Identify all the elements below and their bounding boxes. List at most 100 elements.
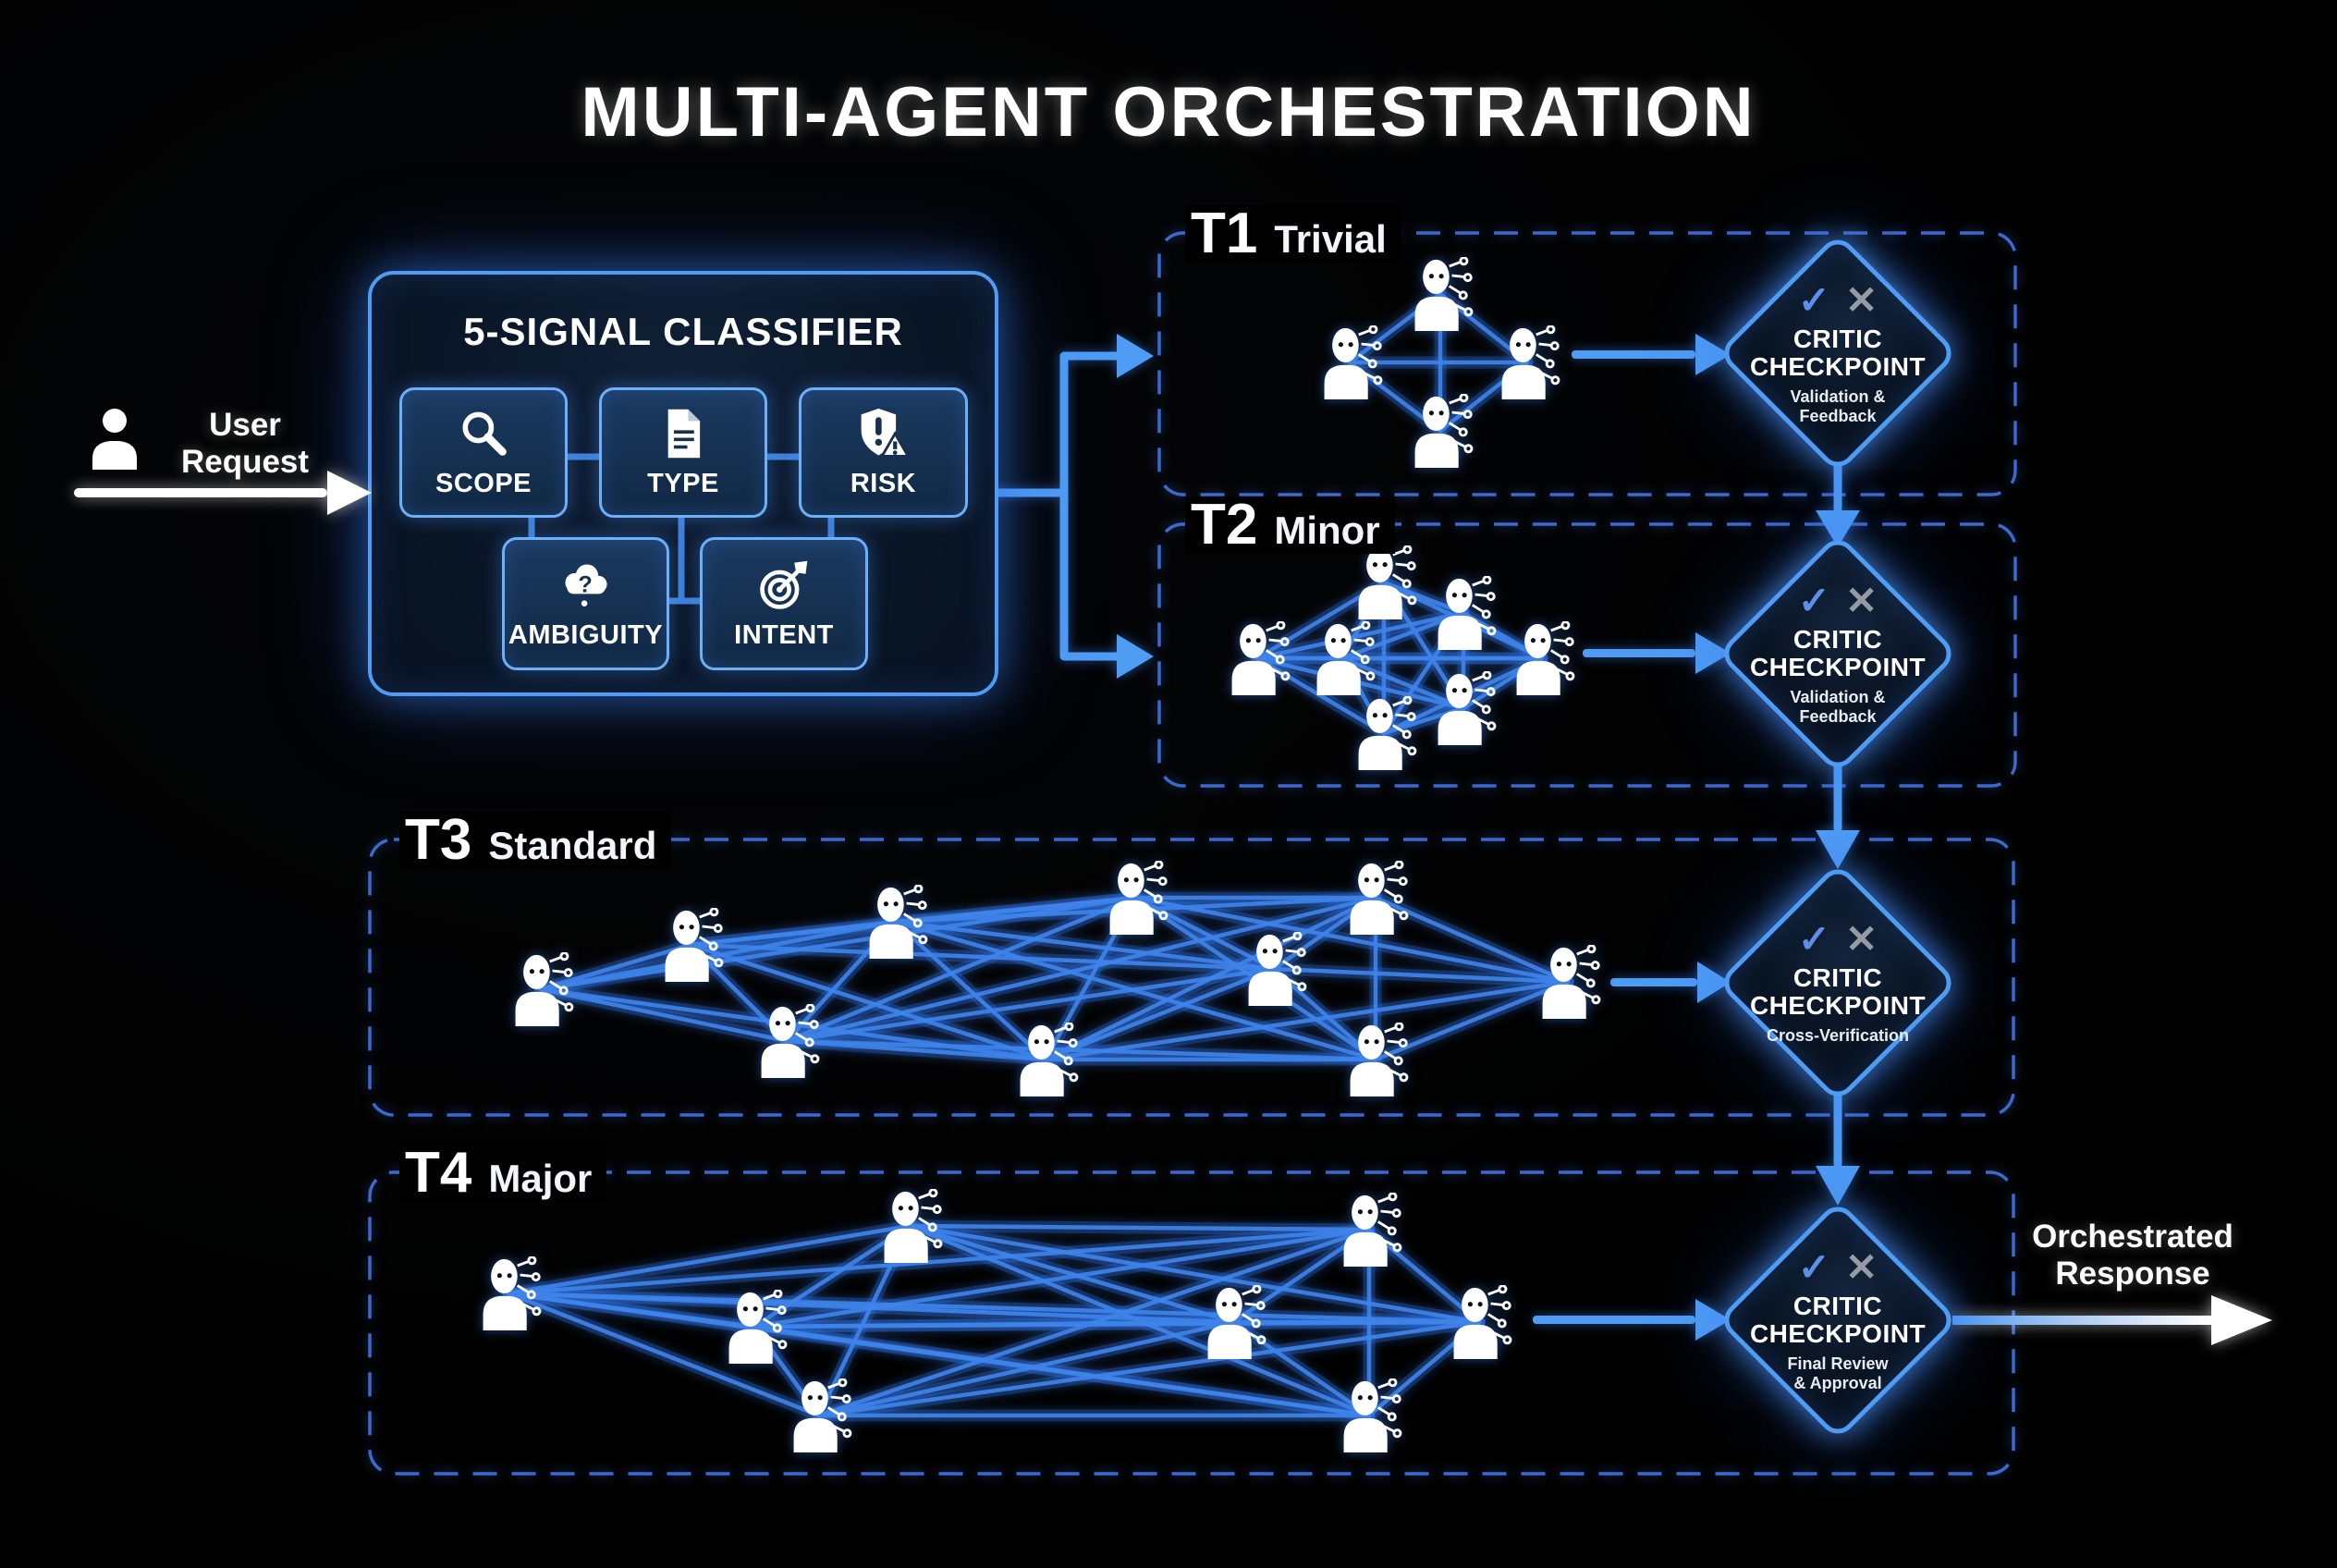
checkpoint-title: CRITIC CHECKPOINT <box>1749 624 1927 681</box>
signal-box-type: TYPE <box>599 387 767 518</box>
svg-text:?: ? <box>578 571 592 597</box>
classifier-branch-arrows <box>986 334 1154 679</box>
checkpoint-verdict-icons: ✓ ✕ <box>1797 277 1878 322</box>
network-edge <box>892 919 1277 972</box>
tier-name-t2: Minor <box>1274 508 1380 552</box>
network-edge <box>688 942 1048 1062</box>
network-edge <box>1373 979 1571 1062</box>
tier-label-t4: T4 Major <box>399 1141 607 1205</box>
checkpoint-sublabel: Final Review & Approval <box>1787 1354 1889 1392</box>
network-edge <box>1132 895 1571 985</box>
tier-box-t1 <box>1157 231 2017 496</box>
network-edge <box>816 1319 1236 1418</box>
cross-icon: ✕ <box>1845 277 1878 322</box>
network-edge <box>538 986 789 1044</box>
tier-label-t1: T1 Trivial <box>1185 205 1401 263</box>
tier-id-t1: T1 <box>1191 202 1258 265</box>
checkpoint-title: CRITIC CHECKPOINT <box>1749 1291 1927 1348</box>
arrowhead-to-t2 <box>1117 634 1154 679</box>
classifier-connectors <box>528 453 835 605</box>
checkpoint-chain-arrows <box>1816 462 1860 1206</box>
network-edge <box>907 1223 1236 1325</box>
page-title: MULTI-AGENT ORCHESTRATION <box>581 73 1756 152</box>
output-arrow <box>1952 1295 2272 1345</box>
check-icon: ✓ <box>1797 578 1830 622</box>
checkpoint-sublabel: Validation & Feedback <box>1790 688 1886 726</box>
classifier-panel: 5-SIGNAL CLASSIFIER SCOPE TYPE <box>368 271 998 696</box>
signal-label-intent: INTENT <box>734 619 834 650</box>
input-arrow <box>74 471 372 515</box>
network-edge <box>506 1291 1482 1325</box>
user-request-group: User Request <box>89 407 324 482</box>
tier-name-t1: Trivial <box>1274 217 1387 261</box>
network-edge <box>1254 655 1387 736</box>
check-icon: ✓ <box>1797 1244 1830 1289</box>
tier-name-t3: Standard <box>488 824 657 867</box>
tier-label-t2: T2 Minor <box>1185 496 1395 554</box>
network-edge <box>1373 895 1571 985</box>
signal-box-risk: RISK <box>799 387 968 518</box>
network-t1 <box>1323 257 1560 468</box>
network-edge <box>1043 966 1277 1062</box>
tier-id-t2: T2 <box>1191 493 1258 557</box>
network-edge <box>784 895 1138 1044</box>
network-edge <box>688 942 1277 972</box>
network-edge <box>784 895 1378 1044</box>
signal-box-ambiguity: ? AMBIGUITY <box>502 537 669 670</box>
tier-box-t3 <box>368 838 2015 1117</box>
tier-name-t4: Major <box>488 1157 593 1200</box>
network-edge <box>784 966 1277 1044</box>
network-edge <box>1366 1227 1482 1325</box>
critic-checkpoint-t1: ✓ ✕ CRITIC CHECKPOINT Validation & Feedb… <box>1717 232 1959 474</box>
network-edge <box>907 1223 1482 1325</box>
tier-id-t4: T4 <box>405 1141 472 1205</box>
network-t3 <box>514 861 1601 1096</box>
network-edge <box>506 1223 912 1296</box>
network-edge <box>506 1227 1372 1296</box>
signal-label-type: TYPE <box>647 469 719 498</box>
network-edge <box>907 1223 1372 1232</box>
checkpoint-verdict-icons: ✓ ✕ <box>1797 916 1878 961</box>
checkpoint-in-arrows <box>1533 334 1731 1341</box>
network-edge <box>752 1324 1372 1418</box>
cross-icon: ✕ <box>1845 916 1878 961</box>
tier-box-t2 <box>1157 522 2017 788</box>
cloud-question-icon: ? <box>565 564 606 606</box>
orchestrated-response-label: Orchestrated Response <box>2032 1219 2233 1292</box>
check-icon: ✓ <box>1797 916 1830 961</box>
user-icon <box>92 409 137 470</box>
critic-checkpoint-t2: ✓ ✕ CRITIC CHECKPOINT Validation & Feedb… <box>1717 533 1959 775</box>
network-t2 <box>1230 545 1575 770</box>
arrowhead-to-t1 <box>1117 334 1154 378</box>
checkpoint-sublabel: Cross-Verification <box>1766 1026 1910 1046</box>
check-icon: ✓ <box>1797 277 1830 322</box>
checkpoint-title: CRITIC CHECKPOINT <box>1749 962 1927 1021</box>
signal-box-scope: SCOPE <box>399 387 568 518</box>
classifier-title: 5-SIGNAL CLASSIFIER <box>463 310 903 353</box>
signal-box-intent: INTENT <box>700 537 868 670</box>
tier-id-t3: T3 <box>405 808 472 872</box>
network-edge <box>892 919 1048 1062</box>
checkpoint-verdict-icons: ✓ ✕ <box>1797 1244 1878 1289</box>
network-edge <box>907 1223 1372 1418</box>
checkpoint-title: CRITIC CHECKPOINT <box>1749 324 1927 381</box>
cross-icon: ✕ <box>1845 1244 1878 1289</box>
signal-label-ambiguity: AMBIGUITY <box>508 619 664 650</box>
signal-label-scope: SCOPE <box>434 469 532 498</box>
document-icon <box>667 409 701 459</box>
network-edge <box>1340 655 1466 711</box>
tier-label-t3: T3 Standard <box>399 808 672 872</box>
network-edge <box>1254 610 1466 661</box>
critic-checkpoint-t4: ✓ ✕ CRITIC CHECKPOINT Final Review & App… <box>1717 1199 1959 1441</box>
network-edge <box>1271 966 1571 985</box>
user-request-label: User Request <box>180 407 310 481</box>
network-t4 <box>482 1189 1512 1452</box>
cross-icon: ✕ <box>1845 578 1878 622</box>
critic-checkpoint-t3: ✓ ✕ CRITIC CHECKPOINT Cross-Verification <box>1717 862 1959 1104</box>
shield-alert-icon <box>861 408 911 458</box>
network-edge <box>1043 979 1571 1062</box>
network-edge <box>752 1227 1372 1329</box>
network-edge <box>538 942 693 992</box>
